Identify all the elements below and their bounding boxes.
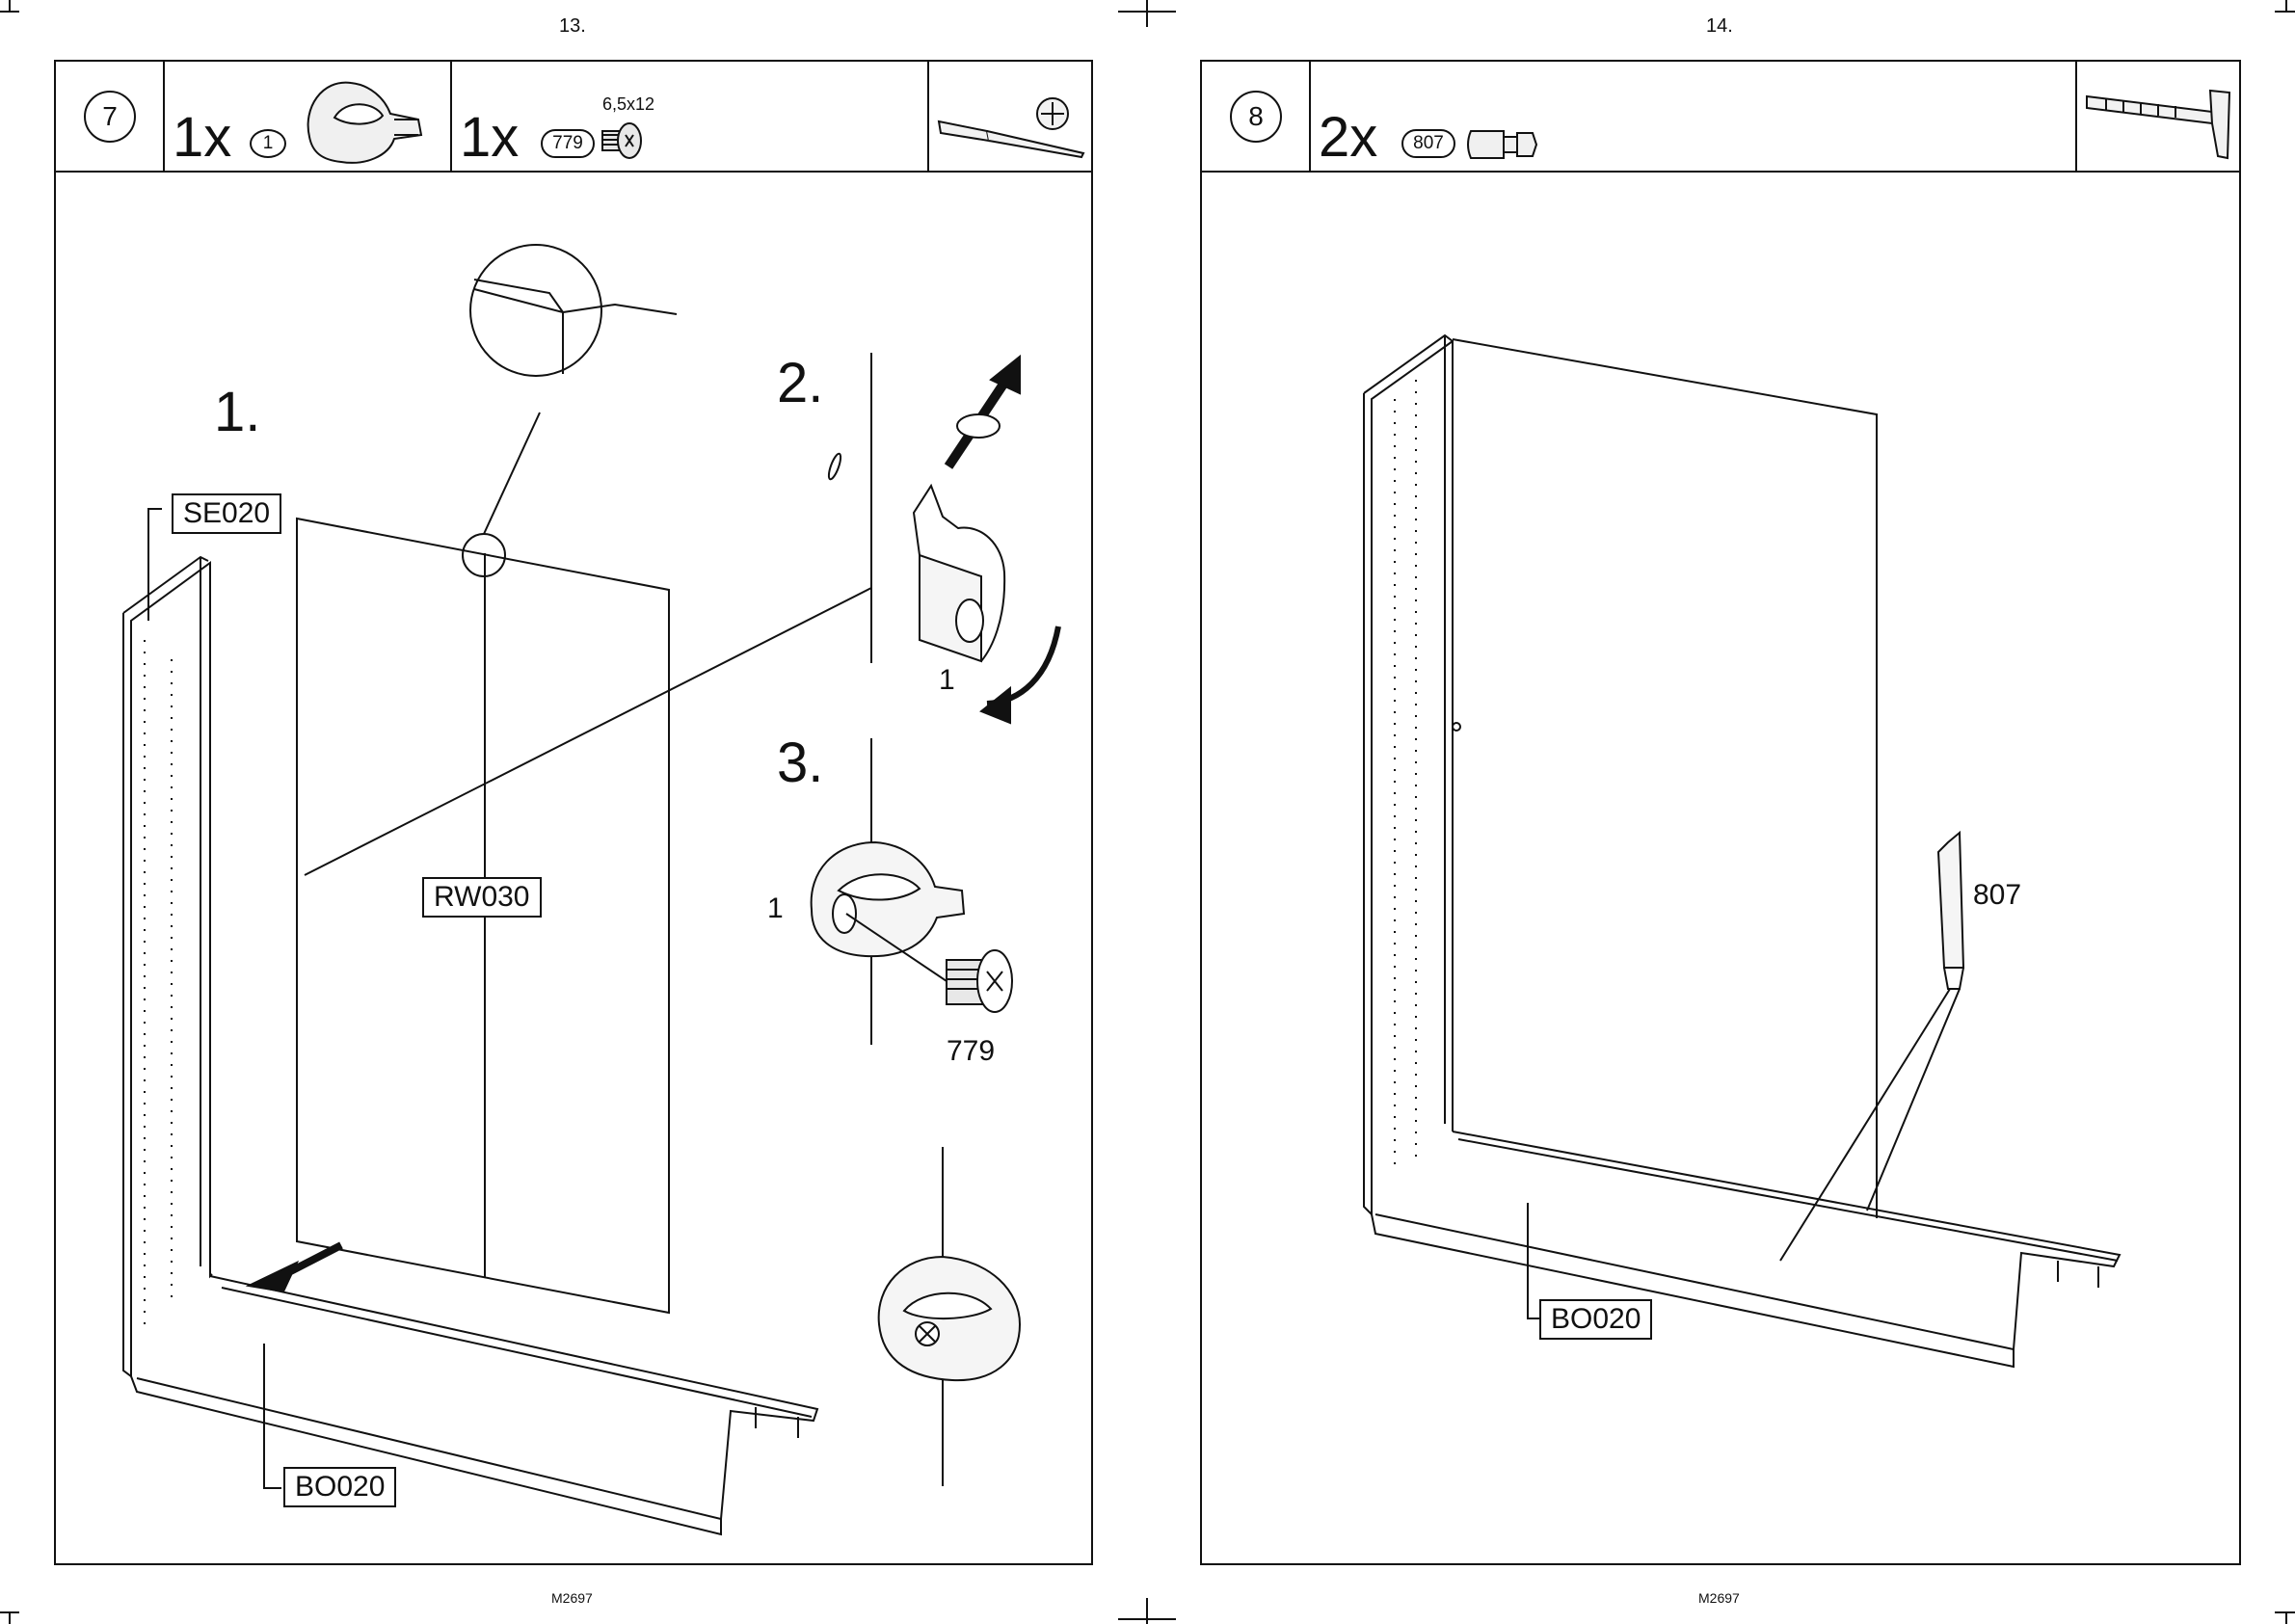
substep-3-part-callout: 1 bbox=[767, 892, 784, 925]
footer-code-left: M2697 bbox=[551, 1590, 593, 1606]
cabinet-dowel-drawing bbox=[1202, 62, 2243, 1567]
panel-label-side: SE020 bbox=[172, 493, 281, 534]
panel-label-bottom: BO020 bbox=[1539, 1299, 1652, 1340]
page-number-left: 13. bbox=[559, 15, 586, 38]
substep-2-part-callout: 1 bbox=[939, 664, 955, 697]
footer-code-right: M2697 bbox=[1698, 1590, 1740, 1606]
page-number-right: 14. bbox=[1706, 15, 1733, 38]
panel-label-back: RW030 bbox=[422, 877, 542, 918]
step-7-panel: 7 1x 1 1x 779 6,5x12 bbox=[54, 60, 1093, 1565]
cabinet-assembly-drawing bbox=[56, 62, 1095, 1567]
panel-label-bottom: BO020 bbox=[283, 1467, 396, 1507]
substep-3-screw-callout: 779 bbox=[947, 1035, 995, 1068]
dowel-callout: 807 bbox=[1973, 879, 2021, 912]
step-8-panel: 8 2x 807 bbox=[1200, 60, 2241, 1565]
